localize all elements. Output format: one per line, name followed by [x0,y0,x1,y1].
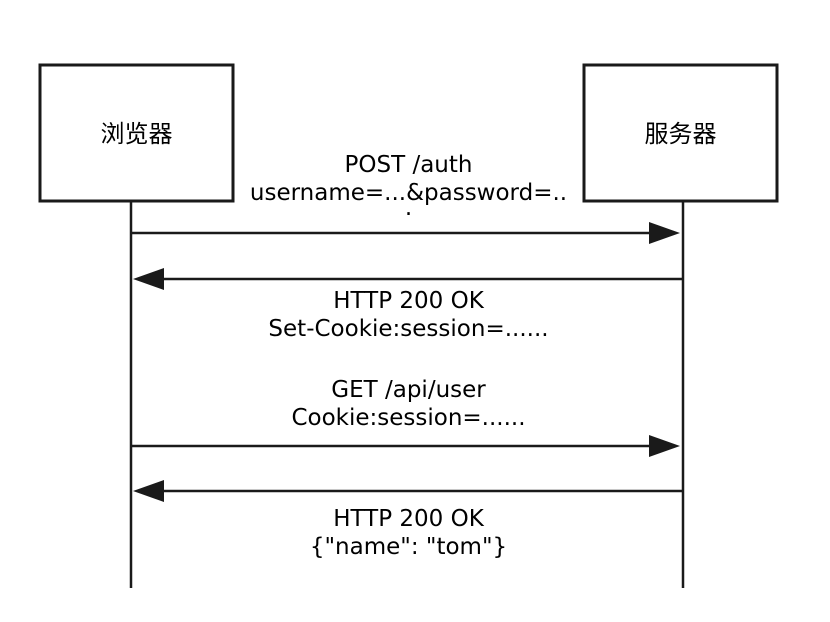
message-4-label: HTTP 200 OK {"name": "tom"} [236,505,581,561]
message-1-line-2: username=...&password=.. [249,180,568,206]
message-3-line-1: GET /api/user [331,377,486,403]
message-1-label: POST /auth username=...&password=.. . [236,151,581,221]
browser-label: 浏览器 [100,120,173,148]
message-2-label: HTTP 200 OK Set-Cookie:session=...... [236,287,581,343]
message-4-arrowhead [133,480,164,502]
browser-box [38,63,235,203]
message-3-arrowhead [649,435,680,457]
message-2-line-1: HTTP 200 OK [333,288,484,314]
message-1-line-3: . [404,195,413,221]
message-2-line-2: Set-Cookie:session=...... [268,316,549,342]
message-3-label: GET /api/user Cookie:session=...... [236,376,581,432]
message-1-line-1: POST /auth [344,152,473,178]
message-4-line-2: {"name": "tom"} [309,534,508,560]
server-box [582,63,779,203]
message-4-line-1: HTTP 200 OK [333,506,484,532]
message-3-line-2: Cookie:session=...... [291,405,526,431]
message-1-arrowhead [649,222,680,244]
message-2-arrowhead [133,268,164,290]
server-label: 服务器 [644,120,717,148]
